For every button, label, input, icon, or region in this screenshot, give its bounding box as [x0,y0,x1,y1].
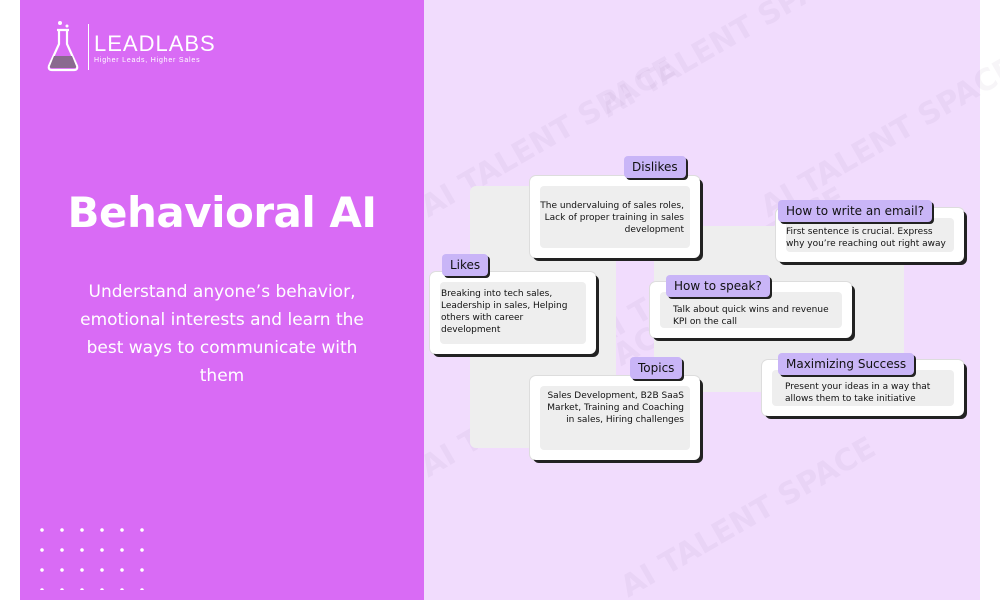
dislikes-card: The undervaluing of sales roles, Lack of… [530,176,700,258]
topics-text: Sales Development, B2B SaaS Market, Trai… [547,391,684,425]
email-tag: How to write an email? [778,200,933,222]
likes-tag: Likes [442,254,489,276]
flask-icon [47,21,79,72]
brand-name: LEADLABS [94,31,216,56]
logo-divider [88,24,89,70]
dislikes-tag: Dislikes [624,156,686,178]
card-body: Talk about quick wins and revenue KPI on… [660,292,842,328]
email-text: First sentence is crucial. Express why y… [786,227,946,249]
card-body: Present your ideas in a way that allows … [772,370,954,406]
dislikes-text: The undervaluing of sales roles, Lack of… [540,201,684,235]
likes-text: Breaking into tech sales, Leadership in … [441,289,568,335]
speak-tag: How to speak? [666,275,770,297]
page-title: Behavioral AI [67,188,377,237]
topics-card: Sales Development, B2B SaaS Market, Trai… [530,376,700,460]
success-text: Present your ideas in a way that allows … [785,382,931,404]
likes-card: Breaking into tech sales, Leadership in … [430,272,596,354]
brand-tagline: Higher Leads, Higher Sales [94,57,201,64]
email-card: First sentence is crucial. Express why y… [776,208,964,262]
topics-tag: Topics [630,357,683,379]
hero-description: Understand anyone’s behavior, emotional … [80,282,364,386]
brand: LEADLABS Higher Leads, Higher Sales [94,31,234,65]
dot-grid-decoration [32,520,152,590]
speak-text: Talk about quick wins and revenue KPI on… [673,305,829,327]
watermark: AI TALENT SPACE [754,50,1000,225]
promo-panel: LEADLABS Higher Leads, Higher Sales Beha… [20,0,424,600]
card-body: Breaking into tech sales, Leadership in … [440,282,586,344]
card-body: Sales Development, B2B SaaS Market, Trai… [540,386,690,450]
watermark: AI TALENT SPACE [594,0,862,125]
card-body: The undervaluing of sales roles, Lack of… [540,186,690,248]
success-tag: Maximizing Success [778,353,915,375]
card-body: First sentence is crucial. Express why y… [786,218,954,252]
